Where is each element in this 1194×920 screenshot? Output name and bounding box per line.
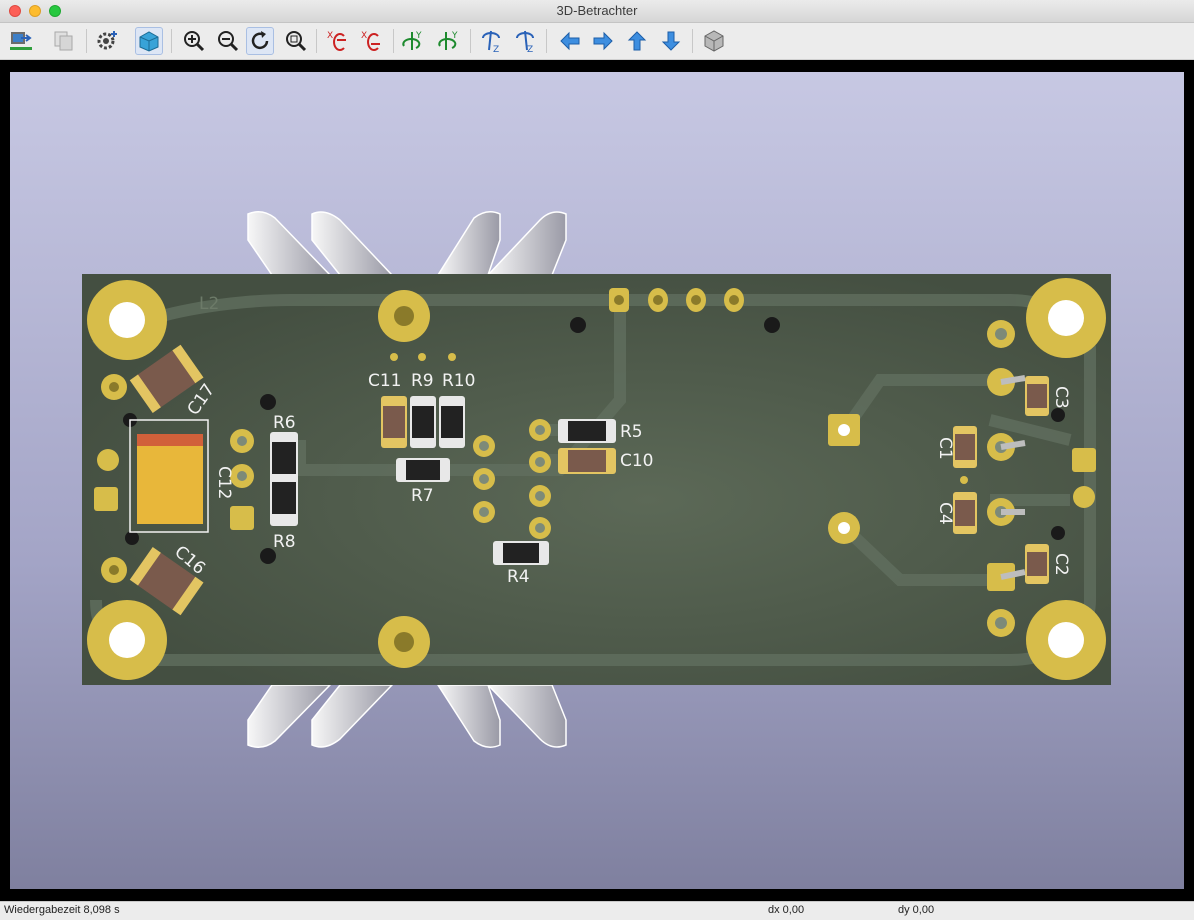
label-l2: L2 (199, 294, 219, 314)
components (129, 344, 1049, 616)
pan-up-button[interactable] (623, 27, 651, 55)
reload-board-button[interactable] (7, 27, 35, 55)
pan-down-icon (661, 31, 681, 51)
label-r6: R6 (273, 413, 296, 433)
svg-text:Z: Z (493, 45, 499, 54)
label-r10: R10 (442, 371, 475, 391)
label-c1: C1 (935, 437, 955, 460)
pan-down-button[interactable] (657, 27, 685, 55)
rotate-x-ccw-icon: X (361, 31, 380, 51)
rotate-x-cw-icon: X (327, 31, 346, 51)
status-bar: Wiedergabezeit 8,098 s dx 0,00 dy 0,00 (0, 901, 1194, 920)
toolbar: X X Y Y Z Z (0, 23, 1194, 60)
3d-viewport[interactable]: L2 C17 C12 C16 R6 R8 C11 R9 R10 R7 R5 C1… (0, 60, 1194, 901)
settings-icon (97, 31, 117, 50)
dx-readout: dx 0,00 (768, 904, 805, 916)
rotate-y-ccw-button[interactable]: Y (435, 27, 463, 55)
pan-right-icon (593, 31, 613, 51)
copy-image-button[interactable] (50, 27, 78, 55)
render-canvas[interactable]: L2 C17 C12 C16 R6 R8 C11 R9 R10 R7 R5 C1… (10, 72, 1184, 889)
raytracing-toggle-button[interactable] (135, 27, 163, 55)
dy-readout: dy 0,00 (898, 904, 935, 916)
zoom-fit-icon (286, 31, 307, 52)
zoom-out-button[interactable] (214, 27, 242, 55)
label-c2: C2 (1051, 553, 1071, 576)
pan-right-button[interactable] (589, 27, 617, 55)
minimize-window-button[interactable] (29, 5, 41, 17)
mounting-holes (87, 278, 1106, 680)
zoom-fit-button[interactable] (282, 27, 310, 55)
rotate-z-cw-button[interactable]: Z (478, 27, 506, 55)
copy-image-icon (54, 31, 73, 51)
rotate-x-cw-button[interactable]: X (324, 27, 352, 55)
label-c11: C11 (368, 371, 402, 391)
svg-text:Z: Z (527, 45, 533, 54)
svg-text:Y: Y (415, 31, 422, 41)
title-bar: 3D-Betrachter (0, 0, 1194, 23)
svg-text:X: X (327, 31, 333, 41)
rotate-y-ccw-icon: Y (438, 31, 458, 50)
window-title: 3D-Betrachter (556, 3, 638, 18)
rotate-y-cw-icon: Y (402, 31, 422, 50)
close-window-button[interactable] (9, 5, 21, 17)
orthographic-view-button[interactable] (700, 27, 728, 55)
label-r4: R4 (507, 567, 530, 587)
svg-text:Y: Y (451, 31, 458, 41)
maximize-window-button[interactable] (49, 5, 61, 17)
label-r5: R5 (620, 422, 643, 442)
label-c4: C4 (935, 502, 955, 525)
label-r7: R7 (411, 486, 434, 506)
raytracing-toggle-icon (139, 31, 159, 52)
pcb-board (82, 274, 1111, 685)
rotate-y-cw-button[interactable]: Y (399, 27, 427, 55)
svg-text:X: X (361, 31, 367, 41)
rotate-x-ccw-button[interactable]: X (358, 27, 386, 55)
reload-board-icon (10, 32, 32, 50)
label-c3: C3 (1051, 386, 1071, 409)
pcb-render: L2 C17 C12 C16 R6 R8 C11 R9 R10 R7 R5 C1… (82, 211, 1111, 748)
render-time: Wiedergabezeit 8,098 s (4, 904, 120, 916)
rotate-z-ccw-button[interactable]: Z (512, 27, 540, 55)
label-r9: R9 (411, 371, 434, 391)
zoom-in-icon (184, 31, 205, 52)
redraw-icon (251, 31, 269, 50)
settings-button[interactable] (93, 27, 121, 55)
zoom-out-icon (218, 31, 239, 52)
orthographic-view-icon (704, 30, 724, 52)
zoom-in-button[interactable] (180, 27, 208, 55)
rotate-z-ccw-icon: Z (516, 30, 534, 54)
heatsink (247, 211, 567, 748)
pan-up-icon (627, 31, 647, 51)
pan-left-icon (560, 31, 580, 51)
label-r8: R8 (273, 532, 296, 552)
label-c12: C12 (214, 466, 234, 500)
label-c10: C10 (620, 451, 654, 471)
rotate-z-cw-icon: Z (482, 30, 500, 54)
pan-left-button[interactable] (556, 27, 584, 55)
redraw-button[interactable] (246, 27, 274, 55)
